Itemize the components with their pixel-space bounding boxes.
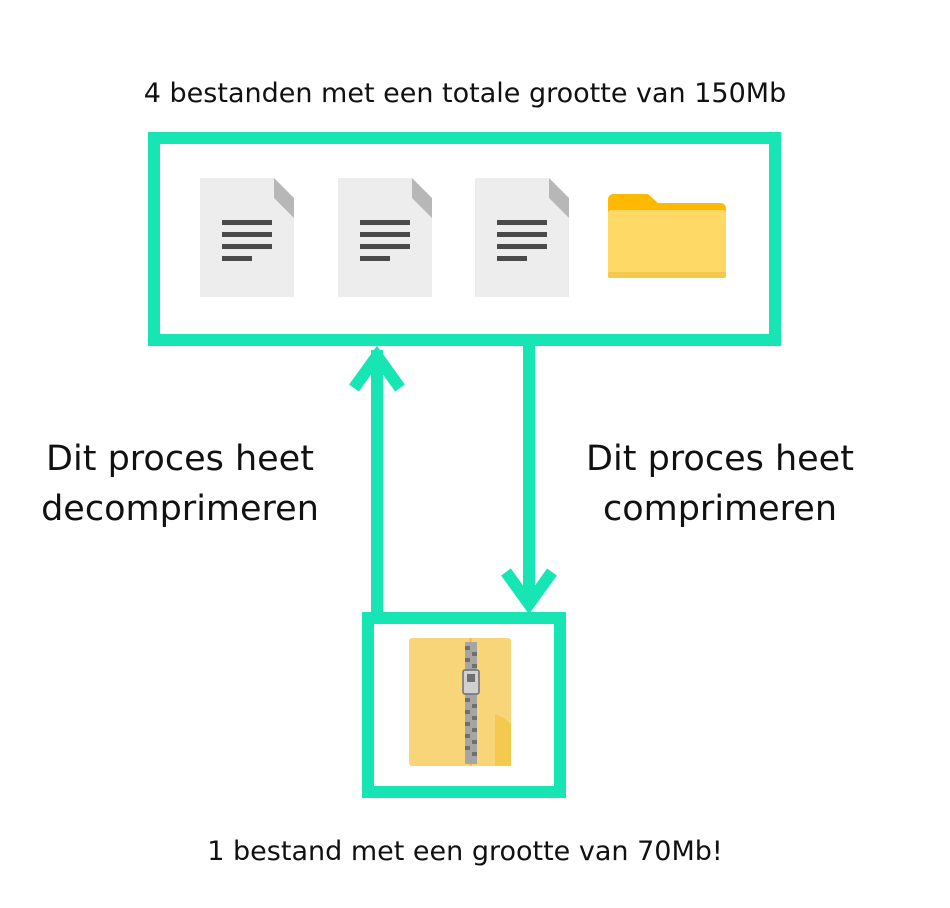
decompress-label-line2: decomprimeren — [41, 489, 319, 529]
zip-box — [362, 612, 566, 798]
bottom-caption: 1 bestand met een grootte van 70Mb! — [207, 836, 723, 867]
decompress-arrow — [349, 345, 405, 616]
folder-icon — [608, 194, 726, 278]
zip-folder-icon — [409, 638, 511, 766]
decompress-label-line1: Dit proces heet — [46, 439, 314, 479]
top-caption: 4 bestanden met een totale grootte van 1… — [143, 78, 787, 109]
compress-arrow — [501, 344, 557, 615]
document-icon — [338, 178, 432, 297]
compress-label: Dit proces heet comprimeren — [570, 434, 870, 534]
decompress-label: Dit proces heet decomprimeren — [20, 434, 340, 534]
document-icon — [200, 178, 294, 297]
compress-label-line1: Dit proces heet — [586, 439, 854, 479]
document-icon — [475, 178, 569, 297]
files-box — [148, 132, 781, 346]
compress-label-line2: comprimeren — [602, 489, 838, 529]
